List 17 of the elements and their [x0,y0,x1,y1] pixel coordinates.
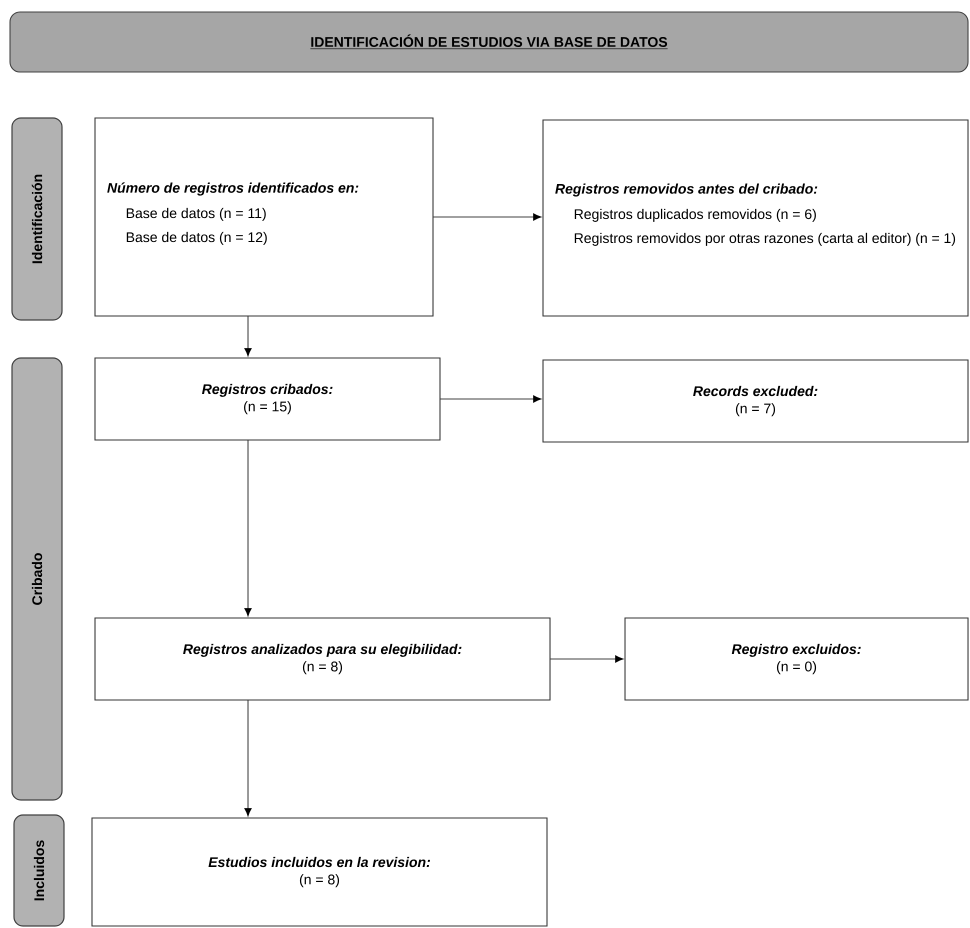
process-box: Estudios incluidos en la revision: (n = 8) [91,817,548,927]
process-box: Records excluded: (n = 7) [542,359,969,443]
arrow [440,395,542,403]
arrow [244,700,252,816]
arrow [433,213,542,221]
process-box: Registros cribados: (n = 15) [94,357,441,441]
process-box: Registro excluidos: (n = 0) [624,617,969,701]
title-band: IDENTIFICACIÓN DE ESTUDIOS VIA BASE DE DATOS [9,11,969,73]
process-box: Registros removidos antes del cribado: Registros duplicados removidos (n = 6) Registros removidos por otras razones (carta al editor) (n = 1) [542,119,969,317]
process-box: Número de registros identificados en: Base de datos (n = 11) Base de datos (n = 12) [94,117,434,317]
arrow [244,440,252,616]
process-box: Registros analizados para su elegibilidad: (n = 8) [94,617,551,701]
phase-label: Identificación [11,117,63,321]
arrow [244,316,252,356]
arrow [550,655,624,663]
phase-label: Cribado [11,357,63,801]
phase-label: Incluidos [13,814,65,927]
